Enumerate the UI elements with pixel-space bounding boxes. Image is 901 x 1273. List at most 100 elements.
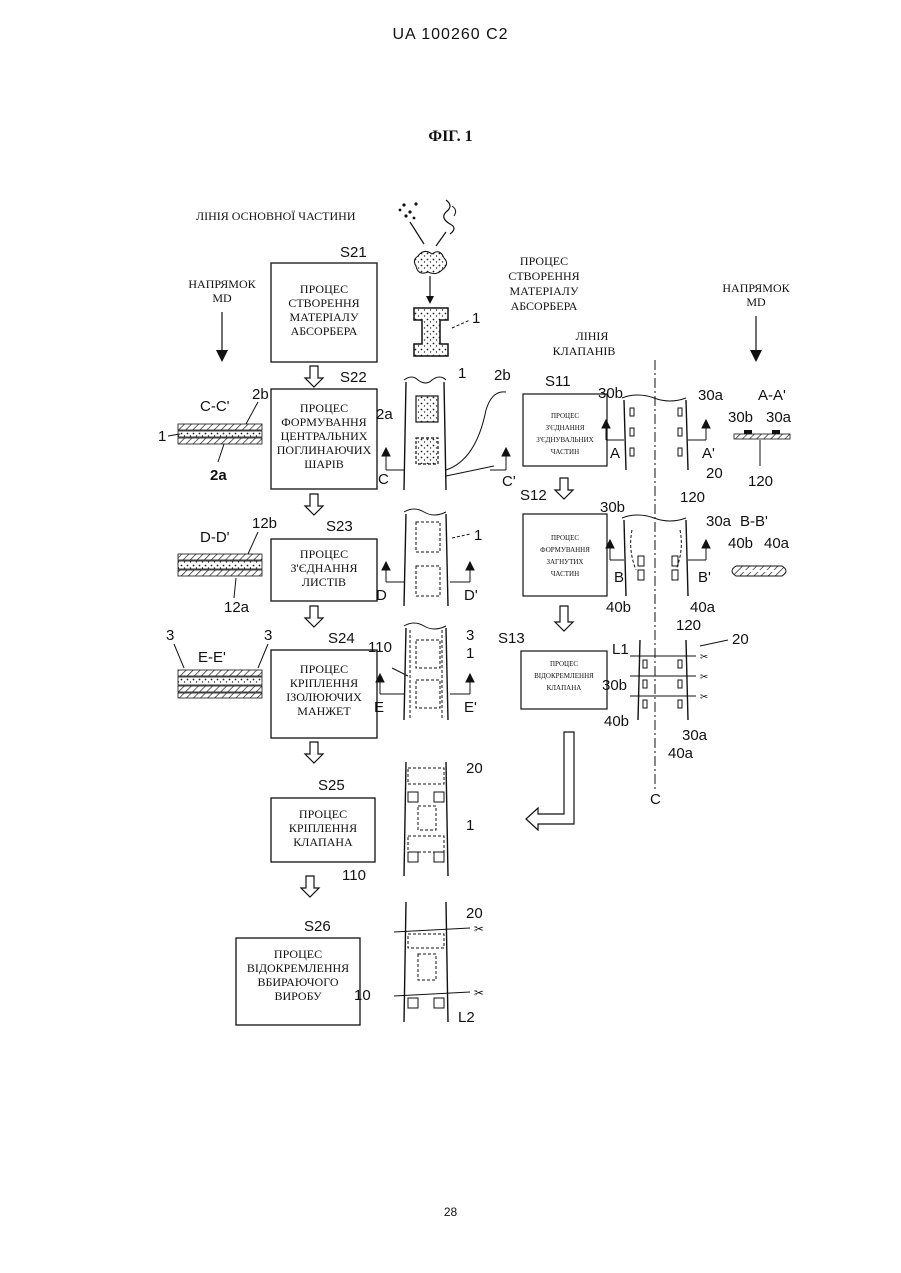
valve-line-label: ЛІНІЯ КЛАПАНІВ [553, 329, 616, 358]
ref-40a-s12: 40a [690, 599, 716, 616]
direction-md-left: НАПРЯМОК MD [188, 277, 256, 362]
svg-text:✂: ✂ [700, 652, 708, 663]
svg-text:3: 3 [264, 627, 272, 644]
svg-text:40a: 40a [764, 535, 790, 552]
ref-20-s13: 20 [732, 631, 749, 648]
svg-text:30b: 30b [728, 409, 753, 426]
ref-1-s22: 1 [458, 365, 466, 382]
svg-text:КЛАПАНІВ: КЛАПАНІВ [553, 344, 616, 358]
svg-text:S13: S13 [498, 630, 525, 647]
svg-text:ЗАГНУТИХ: ЗАГНУТИХ [546, 558, 583, 566]
svg-text:СТВОРЕННЯ: СТВОРЕННЯ [508, 269, 579, 283]
svg-text:СТВОРЕННЯ: СТВОРЕННЯ [288, 296, 359, 310]
svg-text:ВІДОКРЕМЛЕННЯ: ВІДОКРЕМЛЕННЯ [247, 961, 349, 975]
ref-2a-strip: 2a [376, 406, 393, 423]
ref-40b-s12: 40b [606, 599, 631, 616]
label-a: A [610, 445, 620, 462]
svg-text:З'ЄДНАННЯ: З'ЄДНАННЯ [291, 561, 358, 575]
svg-text:✂: ✂ [474, 922, 484, 936]
svg-text:40b: 40b [728, 535, 753, 552]
svg-text:1: 1 [158, 428, 166, 445]
svg-text:ВІДОКРЕМЛЕННЯ: ВІДОКРЕМЛЕННЯ [534, 672, 594, 680]
step-s26: S26 ПРОЦЕС ВІДОКРЕМЛЕННЯ ВБИРАЮЧОГО ВИРО… [236, 918, 360, 1025]
svg-text:S24: S24 [328, 630, 355, 647]
svg-text:ФОРМУВАННЯ: ФОРМУВАННЯ [540, 546, 590, 554]
svg-text:ПРОЦЕС: ПРОЦЕС [299, 807, 347, 821]
label-l2: L2 [458, 1009, 475, 1026]
ref-110-s24: 110 [368, 639, 392, 656]
svg-text:НАПРЯМОК: НАПРЯМОК [722, 281, 790, 295]
label-b: B [614, 569, 624, 586]
svg-text:МАТЕРІАЛУ: МАТЕРІАЛУ [290, 310, 359, 324]
svg-text:S23: S23 [326, 518, 353, 535]
ref-30a-s12: 30a [706, 513, 732, 530]
svg-text:S26: S26 [304, 918, 331, 935]
section-aa: A-A' 30b 30a 120 [728, 387, 792, 490]
svg-text:S22: S22 [340, 369, 367, 386]
label-c-center: C [650, 791, 661, 808]
ref-120-s13: 120 [676, 617, 701, 634]
svg-text:ІЗОЛЮЮЧИХ: ІЗОЛЮЮЧИХ [286, 690, 362, 704]
ref-1-s23: 1 [474, 527, 482, 544]
label-d: D [376, 587, 387, 604]
label-c: C [378, 471, 389, 488]
ref-20-s26: 20 [466, 905, 483, 922]
svg-text:MD: MD [746, 295, 766, 309]
svg-text:МАНЖЕТ: МАНЖЕТ [297, 704, 351, 718]
label-d-prime: D' [464, 587, 478, 604]
svg-text:ВБИРАЮЧОГО: ВБИРАЮЧОГО [257, 975, 338, 989]
svg-text:ПРОЦЕС: ПРОЦЕС [300, 547, 348, 561]
svg-text:З'ЄДНУВАЛЬНИХ: З'ЄДНУВАЛЬНИХ [536, 436, 593, 444]
ref-1-s25: 1 [466, 817, 474, 834]
ref-3-strip: 3 [466, 627, 474, 644]
svg-text:ЛІНІЯ: ЛІНІЯ [576, 329, 609, 343]
svg-text:КРІПЛЕННЯ: КРІПЛЕННЯ [290, 676, 358, 690]
svg-text:ЦЕНТРАЛЬНИХ: ЦЕНТРАЛЬНИХ [281, 429, 368, 443]
strip-s23 [404, 509, 470, 606]
svg-text:ПРОЦЕС: ПРОЦЕС [551, 412, 579, 420]
svg-text:A-A': A-A' [758, 387, 786, 404]
absorber-process-label: ПРОЦЕС СТВОРЕННЯ МАТЕРІАЛУ АБСОРБЕРА [508, 254, 579, 313]
svg-text:АБСОРБЕРА: АБСОРБЕРА [291, 324, 358, 338]
svg-text:ПРОЦЕС: ПРОЦЕС [274, 947, 322, 961]
step-s22: S22 ПРОЦЕС ФОРМУВАННЯ ЦЕНТРАЛЬНИХ ПОГЛИН… [271, 369, 377, 489]
label-a-prime: A' [702, 445, 715, 462]
svg-text:S12: S12 [520, 487, 547, 504]
svg-text:E-E': E-E' [198, 649, 226, 666]
label-l1: L1 [612, 641, 629, 658]
cut-ee [376, 668, 474, 694]
ref-1-s24: 1 [466, 645, 474, 662]
svg-text:C-C': C-C' [200, 398, 230, 415]
step-s25: S25 ПРОЦЕС КРІПЛЕННЯ КЛАПАНА [271, 777, 375, 862]
step-s21: S21 ПРОЦЕС СТВОРЕННЯ МАТЕРІАЛУ АБСОРБЕРА [271, 244, 377, 362]
step-s13: S13 ПРОЦЕС ВІДОКРЕМЛЕННЯ КЛАПАНА [498, 630, 607, 709]
svg-text:ЛИСТІВ: ЛИСТІВ [302, 575, 346, 589]
svg-text:ПРОЦЕС: ПРОЦЕС [550, 660, 578, 668]
svg-text:✂: ✂ [474, 986, 484, 1000]
ref-120-s12: 120 [680, 489, 705, 506]
svg-text:12b: 12b [252, 515, 277, 532]
step-s12: S12 ПРОЦЕС ФОРМУВАННЯ ЗАГНУТИХ ЧАСТИН [520, 487, 607, 596]
ref-20-s11: 20 [706, 465, 723, 482]
ref-30a-s13: 30a [682, 727, 708, 744]
section-dd: D-D' 12b 12a [178, 515, 277, 616]
svg-text:ПРОЦЕС: ПРОЦЕС [300, 662, 348, 676]
ref-1-absorber: 1 [472, 310, 480, 327]
section-cc: C-C' 2b 1 2a [158, 386, 269, 484]
svg-text:2a: 2a [210, 467, 227, 484]
material-source [399, 200, 470, 356]
svg-text:ПРОЦЕС: ПРОЦЕС [300, 401, 348, 415]
svg-text:S25: S25 [318, 777, 345, 794]
svg-text:D-D': D-D' [200, 529, 230, 546]
svg-text:ВИРОБУ: ВИРОБУ [274, 989, 322, 1003]
section-bb: B-B' 40b 40a [728, 513, 790, 576]
strip-s25 [404, 762, 448, 876]
ref-30b-s13: 30b [602, 677, 627, 694]
strip-s22 [404, 377, 506, 490]
label-b-prime: B' [698, 569, 711, 586]
svg-text:MD: MD [212, 291, 232, 305]
svg-text:ПОГЛИНАЮЧИХ: ПОГЛИНАЮЧИХ [277, 443, 372, 457]
ref-2b-strip: 2b [494, 367, 511, 384]
step-s23: S23 ПРОЦЕС З'ЄДНАННЯ ЛИСТІВ [271, 518, 377, 601]
